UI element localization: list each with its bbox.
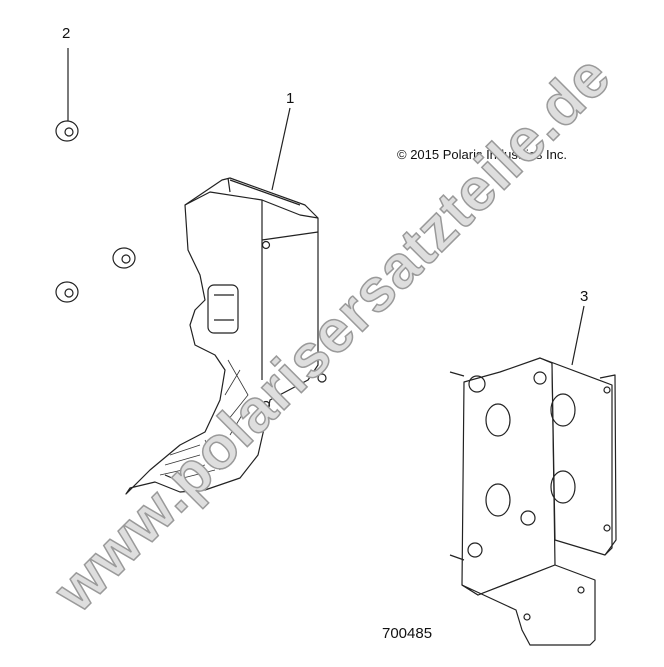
callout-3-leader <box>571 305 585 366</box>
callout-1-leader <box>271 107 291 191</box>
callout-number-3: 3 <box>580 288 589 305</box>
copyright-text: © 2015 Polaris Industries Inc. <box>397 147 567 162</box>
diagram-number: 700485 <box>382 625 433 642</box>
callout-number-1: 1 <box>286 90 295 107</box>
callout-number-2: 2 <box>62 25 71 42</box>
mounting-bracket <box>449 357 617 646</box>
flange-nut-1 <box>55 120 79 142</box>
accelerator-pedal-assembly <box>125 177 327 495</box>
flange-nut-3 <box>55 281 79 303</box>
flange-nut-2 <box>112 247 136 269</box>
